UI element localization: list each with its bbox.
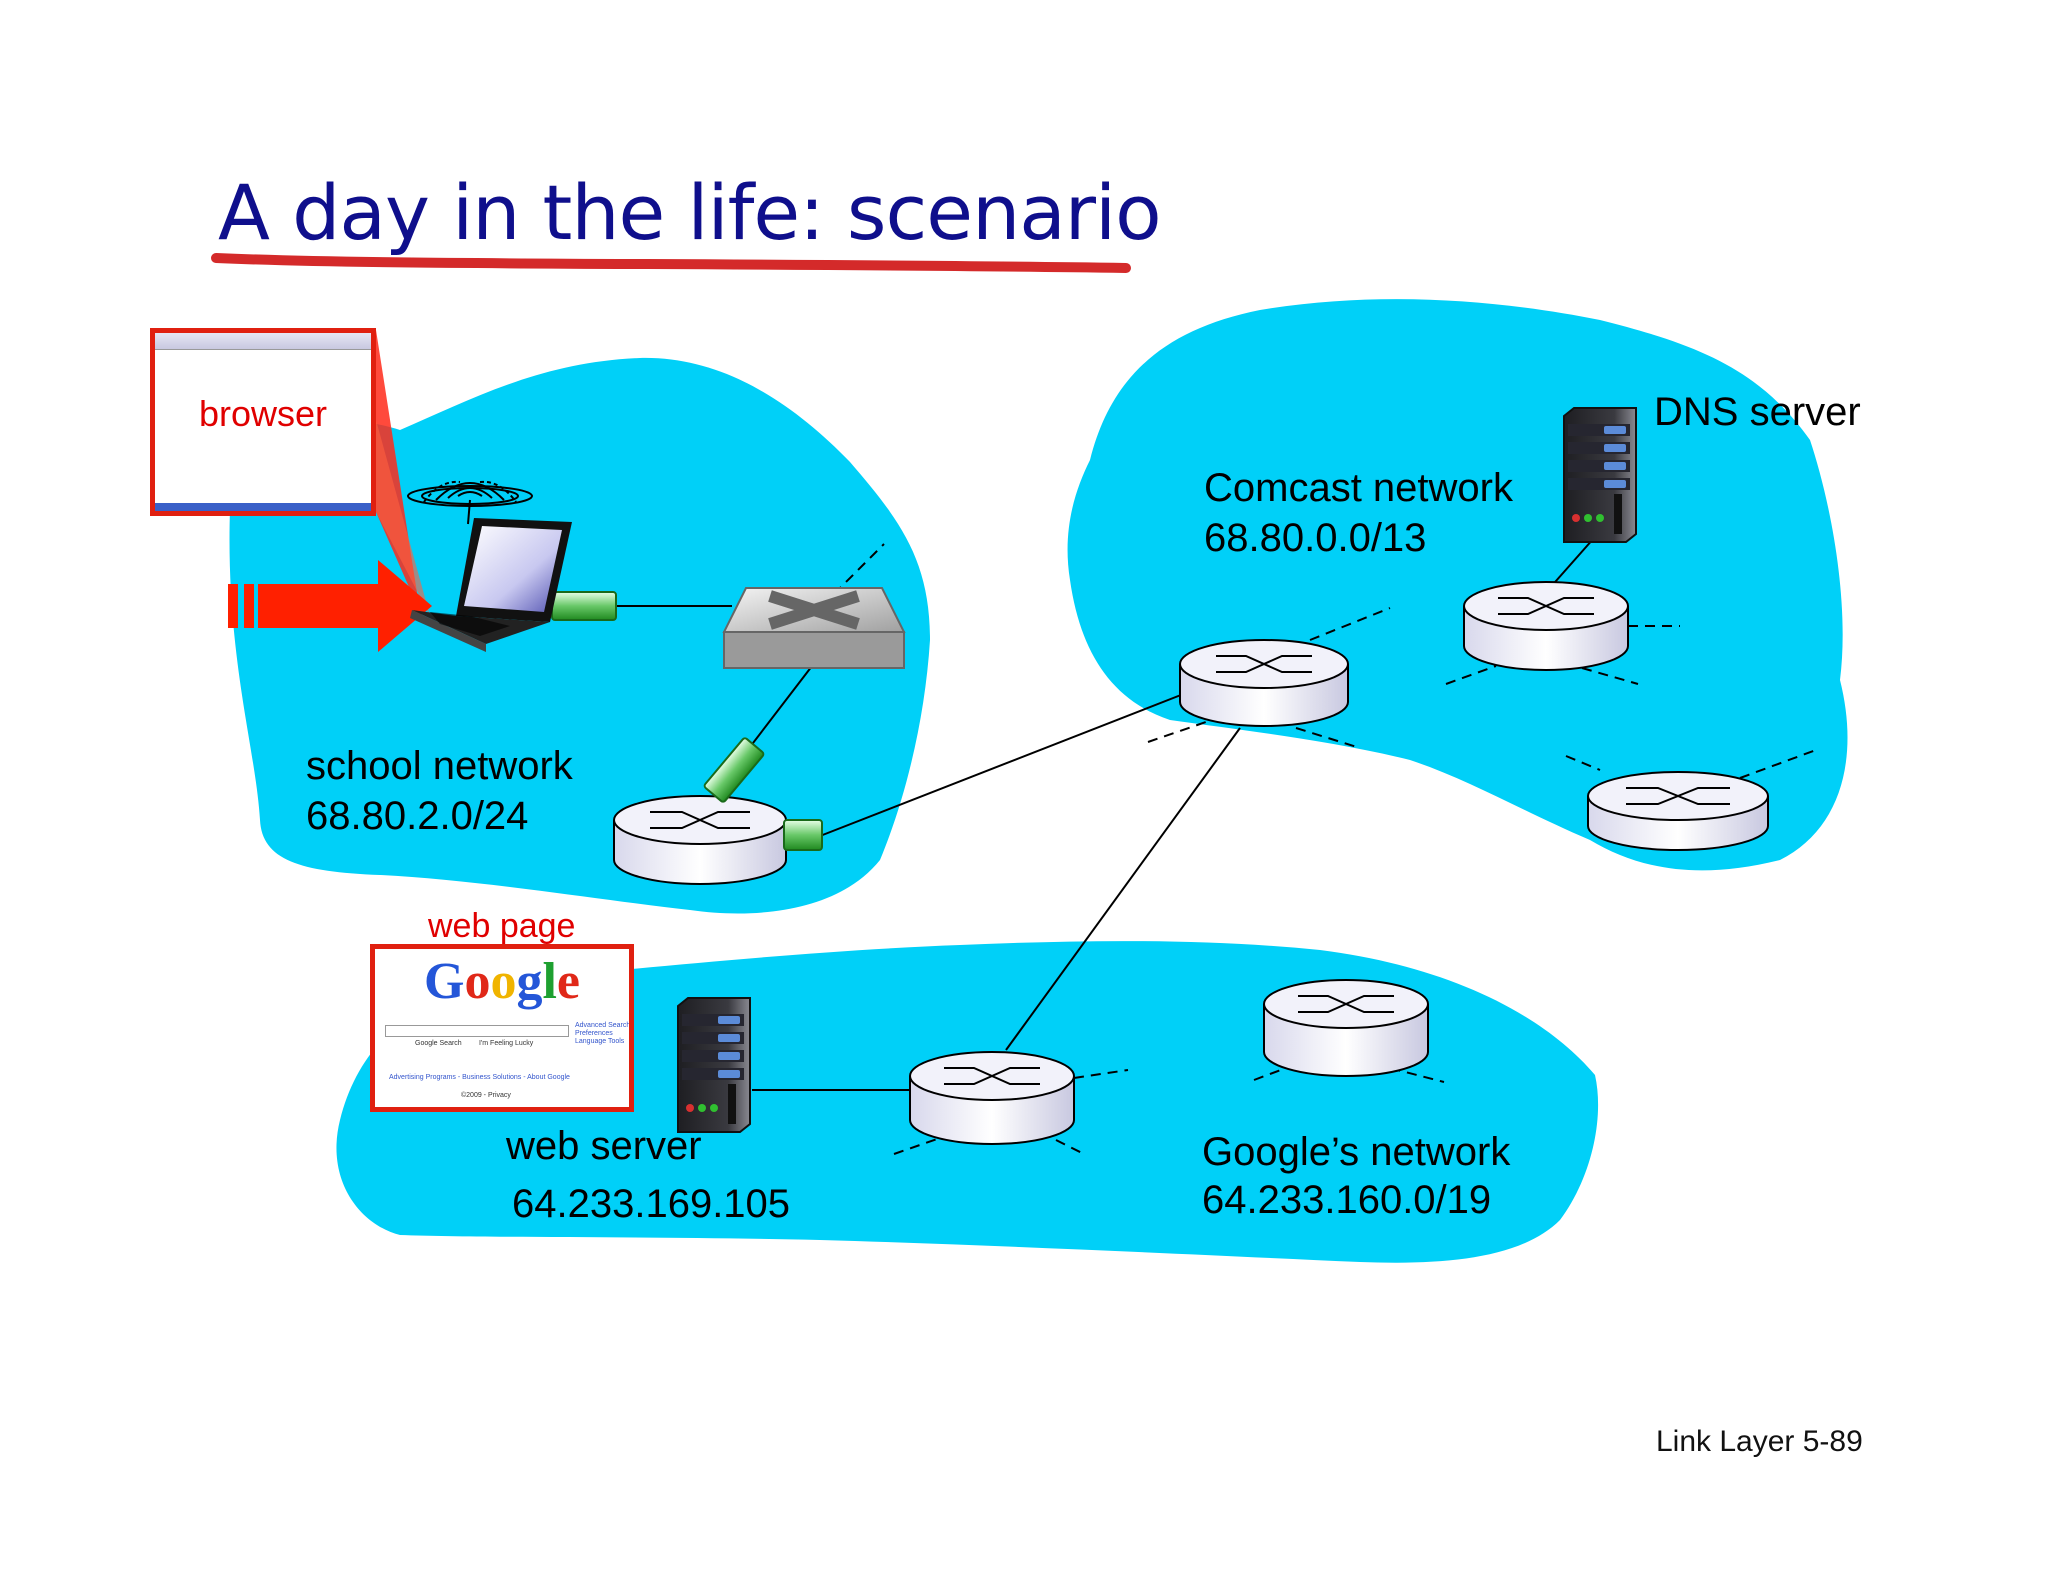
slide-title: A day in the life: scenario [218,168,1162,257]
red-arrow-icon [228,560,432,652]
google-network-name: Google’s network [1202,1130,1511,1174]
google-side-link-2: Preferences [575,1030,613,1037]
browser-toolbar [155,333,371,350]
wireless-signal-icon [407,480,533,525]
laptop-nic-connector [551,591,617,621]
slide-footer: Link Layer 5-89 [1656,1425,1863,1458]
google-side-link-3: Language Tools [575,1038,625,1045]
laptop-icon [410,518,572,652]
comcast-network-name: Comcast network [1204,466,1513,510]
google-copyright: ©2009 - Privacy [461,1092,511,1099]
comcast-network-prefix: 68.80.0.0/13 [1204,516,1427,560]
google-search-box [385,1025,569,1037]
router-uplink-connector [783,819,823,851]
router-comcast-edge [1179,639,1349,727]
school-network-prefix: 68.80.2.0/24 [306,794,529,838]
web-server-label: web server [506,1124,702,1168]
dns-server-icon [1563,407,1637,543]
google-logo: Google [424,953,580,1010]
comcast-network-cloud [1067,299,1848,871]
title-underline [211,253,1131,273]
school-network-cloud [229,357,931,914]
ethernet-switch-icon [722,587,906,669]
link-school-comcast [819,692,1187,837]
router-comcast-lower [1587,771,1769,851]
dashed-links [833,543,1817,1155]
google-lucky-button: I'm Feeling Lucky [479,1040,534,1047]
browser-taskbar [155,503,371,511]
router-comcast-dns [1463,581,1629,671]
router-google-inner [1263,979,1429,1077]
router-school [613,795,787,885]
web-server-icon [677,997,751,1133]
browser-label: browser [198,393,328,434]
school-network-name: school network [306,744,573,788]
web-page-label: web page [428,907,576,945]
dns-server-label: DNS server [1654,390,1861,434]
web-server-ip: 64.233.169.105 [512,1182,791,1226]
google-side-link-1: Advanced Search [575,1022,631,1029]
router-google-edge [909,1051,1075,1145]
router-switch-connector [703,737,765,803]
link-comcast-google [1005,727,1241,1051]
web-page-window: Google Google Search I'm Feeling Lucky A… [370,944,634,1112]
google-search-button: Google Search [415,1040,462,1047]
google-network-prefix: 64.233.160.0/19 [1202,1178,1492,1222]
browser-window: browser [150,328,376,516]
google-footer-links: Advertising Programs - Business Solution… [389,1074,570,1081]
